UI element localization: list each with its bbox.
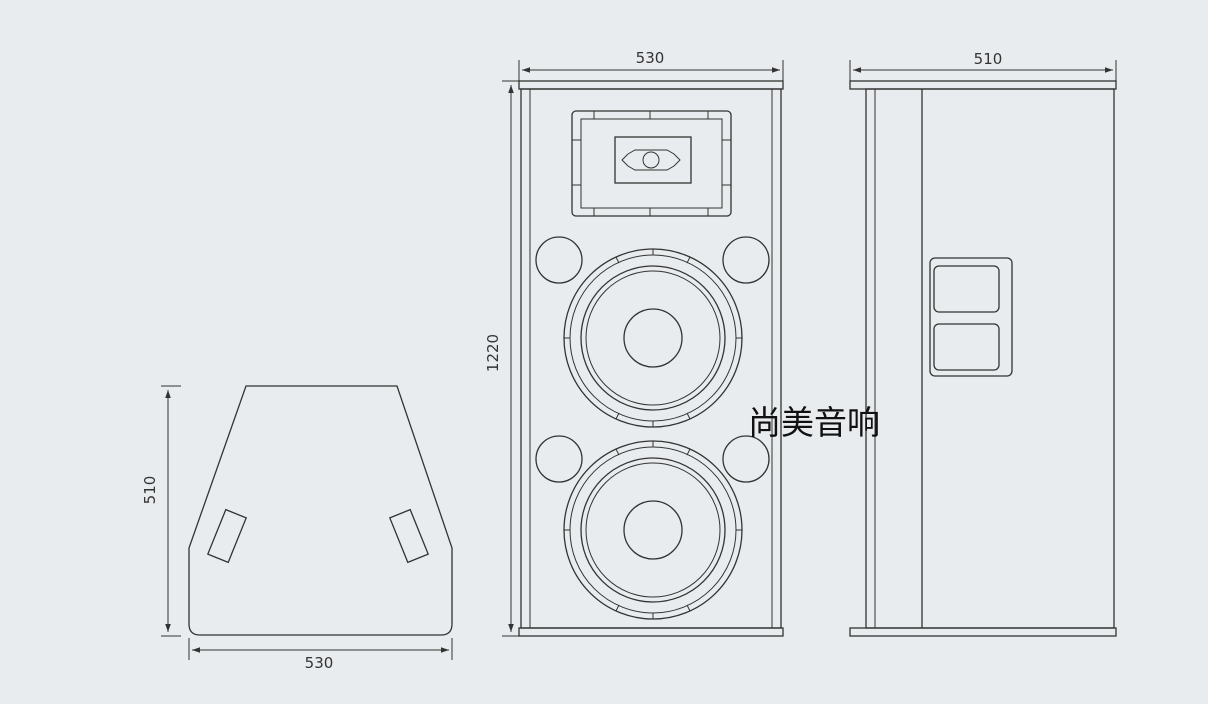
front-width-dimension: 530: [518, 49, 784, 82]
top-view-handle-right: [388, 508, 430, 564]
front-cabinet: [520, 88, 782, 629]
horn-tweeter: [571, 110, 732, 217]
front-view: 530 1220: [484, 49, 784, 637]
port-lower-right: [722, 435, 770, 483]
port-lower-left: [535, 435, 583, 483]
front-height-label: 1220: [484, 334, 502, 372]
port-upper-left: [535, 236, 583, 284]
front-height-dimension: 1220: [484, 80, 519, 637]
top-view-width-label: 530: [305, 654, 334, 672]
side-depth-label: 510: [974, 50, 1003, 68]
front-top-cap: [518, 80, 784, 90]
top-view-handle-left: [206, 508, 248, 564]
side-cabinet: [865, 88, 1115, 629]
top-view-depth-dimension: 510: [141, 385, 181, 637]
watermark-text: 尚美音响: [748, 403, 880, 442]
top-view-outline: [188, 385, 453, 636]
side-depth-dimension: 510: [849, 50, 1117, 82]
front-width-label: 530: [636, 49, 665, 67]
side-view: 510: [849, 50, 1117, 637]
top-view: 510 530: [141, 385, 453, 672]
top-view-width-dimension: 530: [188, 638, 453, 672]
top-view-depth-label: 510: [141, 476, 159, 505]
port-upper-right: [722, 236, 770, 284]
side-bottom-cap: [849, 627, 1117, 637]
side-handle: [929, 257, 1013, 377]
woofer-upper: [563, 248, 743, 428]
woofer-lower: [563, 440, 743, 620]
front-bottom-cap: [518, 627, 784, 637]
side-top-cap: [849, 80, 1117, 90]
